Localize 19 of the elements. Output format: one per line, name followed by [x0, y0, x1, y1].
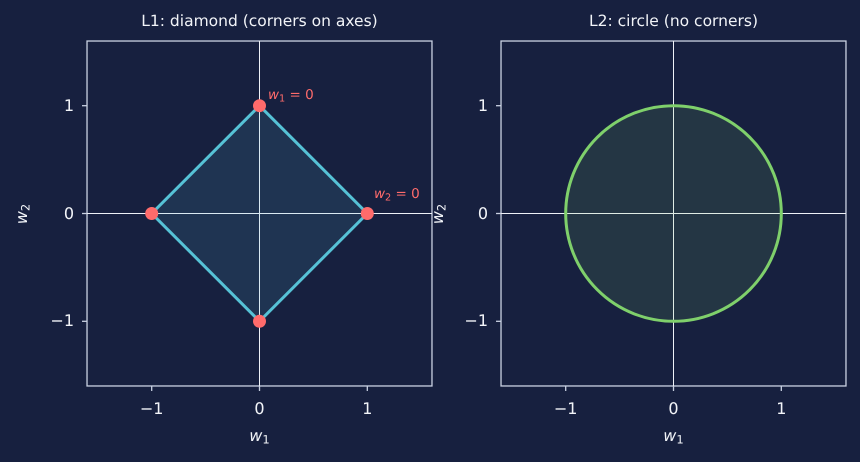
y-tick-label: 1: [64, 96, 74, 116]
x-tick-label: −1: [554, 400, 578, 418]
point-annotation: w$_{1}$ = 0: [268, 88, 314, 104]
y-tick-label: −1: [50, 312, 74, 330]
point-annotation: w$_{2}$ = 0: [374, 187, 420, 203]
circle-outline: [564, 104, 783, 323]
y-tick-label: 0: [478, 204, 488, 224]
x-tick-label: 0: [254, 400, 265, 418]
panel-title: L2: circle (no corners): [588, 13, 758, 31]
y-tick-label: 0: [64, 204, 74, 224]
x-tick-label: 1: [776, 400, 786, 418]
y-tick-label: 1: [478, 96, 488, 116]
x-axis-label: w$_{1}$: [663, 426, 684, 446]
x-tick-label: −1: [140, 400, 164, 418]
panel-title: L1: diamond (corners on axes): [141, 13, 378, 31]
y-tick-label: −1: [464, 312, 488, 330]
x-tick-label: 1: [362, 400, 372, 418]
x-tick-label: 0: [668, 400, 679, 418]
x-axis-label: w$_{1}$: [249, 426, 270, 446]
